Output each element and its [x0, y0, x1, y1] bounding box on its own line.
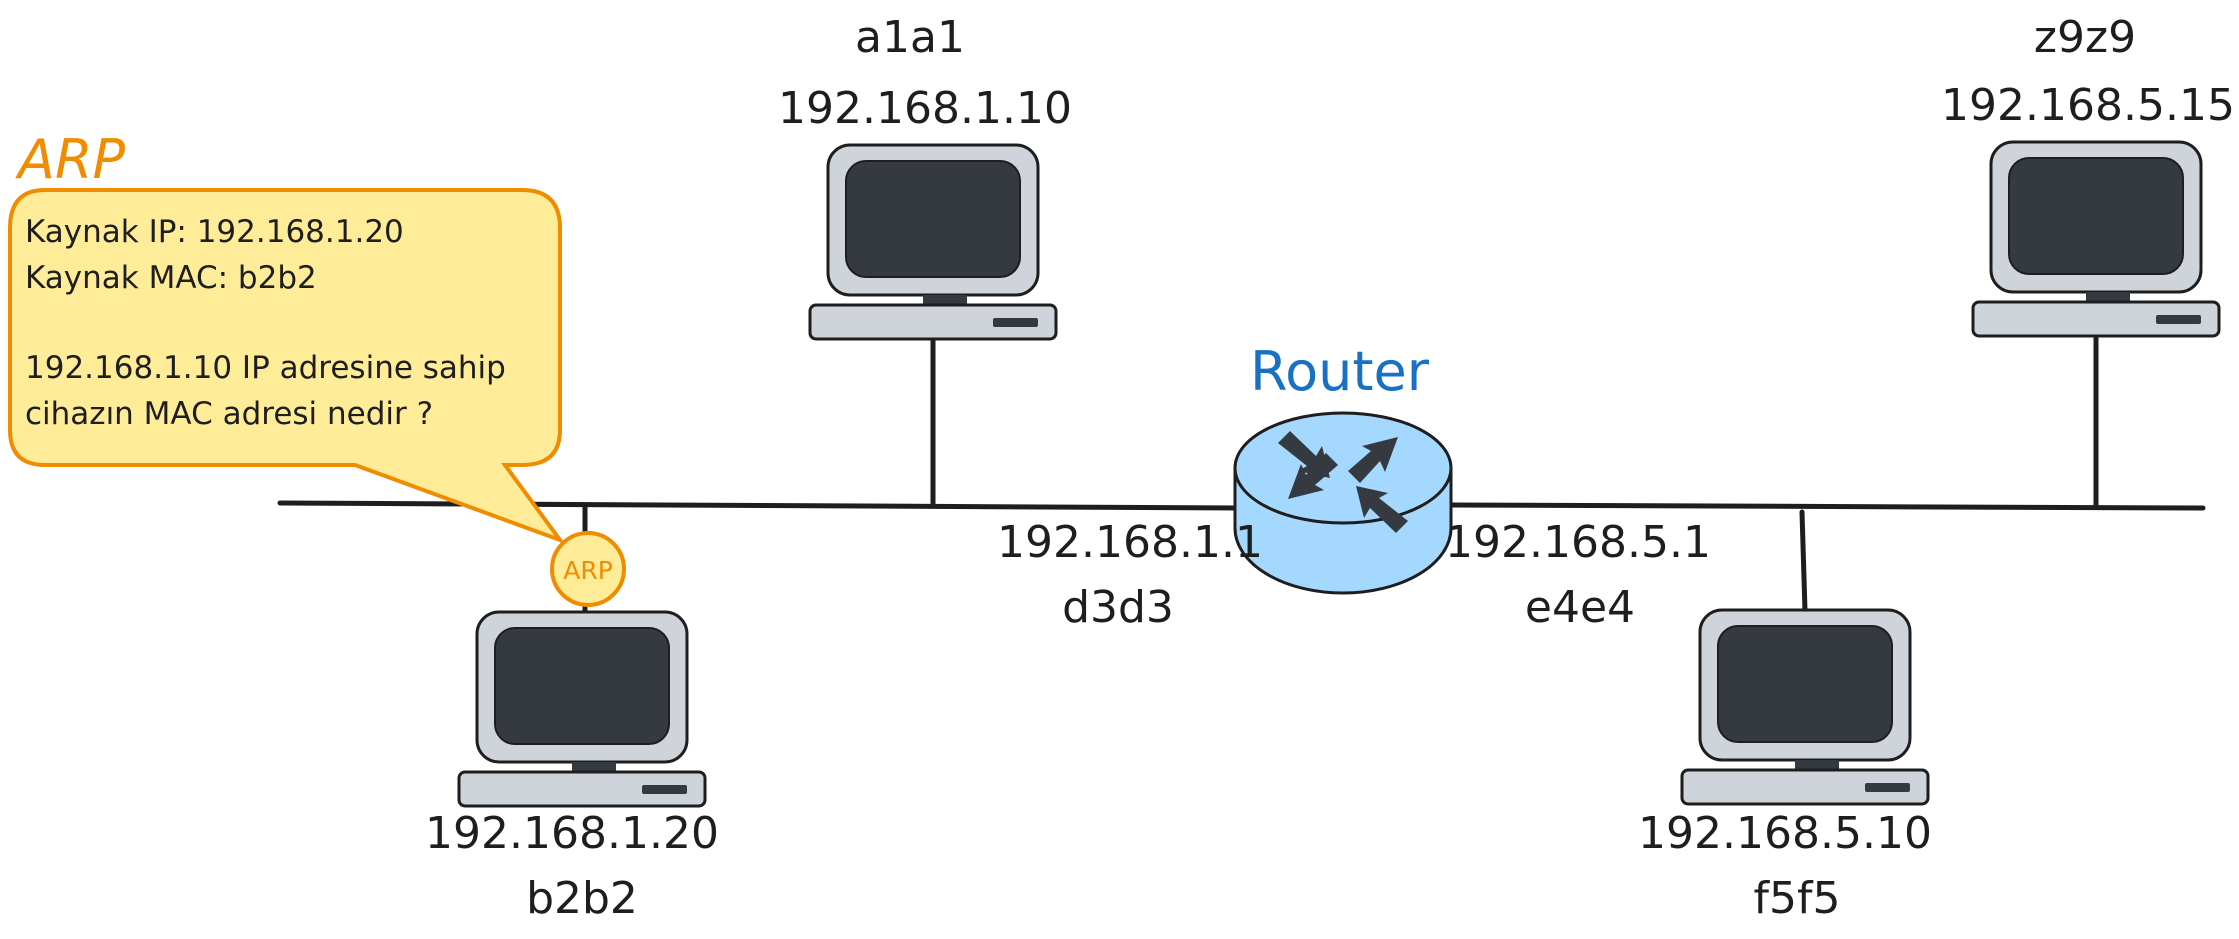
b2b2-ip-label: 192.168.1.20 — [425, 808, 719, 859]
f5f5-mac-label: f5f5 — [1754, 873, 1841, 924]
arp-question-line-1: 192.168.1.10 IP adresine sahip — [25, 350, 506, 386]
router-left-ip-label: 192.168.1.1 — [997, 517, 1263, 568]
a1a1-ip-label: 192.168.1.10 — [778, 83, 1072, 134]
link-f5f5 — [1799, 509, 1808, 614]
arp-source-ip: Kaynak IP: 192.168.1.20 — [25, 214, 404, 250]
network-segment-left — [277, 500, 1243, 511]
router-title: Router — [1250, 340, 1430, 403]
router-left-mac-label: d3d3 — [1062, 582, 1174, 633]
router-right-mac-label: e4e4 — [1525, 582, 1635, 633]
router-right-ip-label: 192.168.5.1 — [1445, 517, 1711, 568]
a1a1-mac-label: a1a1 — [855, 12, 965, 63]
z9z9-mac-label: z9z9 — [2034, 12, 2136, 63]
computer-b2b2-icon — [457, 610, 707, 808]
arp-title: ARP — [15, 128, 125, 191]
computer-a1a1-icon — [808, 143, 1058, 341]
z9z9-ip-label: 192.168.5.15 — [1941, 80, 2235, 131]
f5f5-ip-label: 192.168.5.10 — [1638, 808, 1932, 859]
router-icon — [1233, 411, 1453, 595]
arp-question-line-2: cihazın MAC adresi nedir ? — [25, 396, 433, 432]
arp-badge-label: ARP — [563, 556, 613, 585]
arp-bubble — [8, 188, 566, 545]
arp-source-mac: Kaynak MAC: b2b2 — [25, 260, 317, 296]
b2b2-mac-label: b2b2 — [526, 873, 638, 924]
computer-f5f5-icon — [1680, 608, 1930, 806]
arp-packet-badge — [550, 531, 626, 607]
network-segment-right — [1447, 502, 2206, 511]
computer-z9z9-icon — [1971, 140, 2221, 338]
